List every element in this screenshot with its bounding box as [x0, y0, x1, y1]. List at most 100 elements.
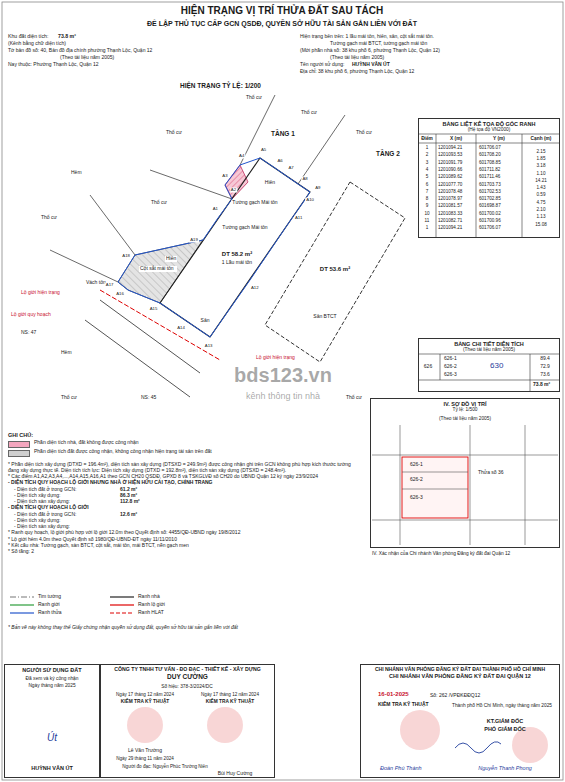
legend-lines — [10, 597, 134, 613]
table-cell: 1.85 — [537, 156, 546, 161]
note-text: Tên người sử dụng: — [300, 62, 344, 68]
note-text: Khu đất diện tích: — [8, 34, 48, 40]
table-cell: 10 — [424, 211, 429, 216]
note-text: Hiên — [165, 256, 177, 262]
note-text: - Diện tích đất ở trong GCN: — [14, 512, 76, 518]
watermark: bds123.vn — [234, 364, 332, 387]
note-text: 73.6 — [540, 372, 550, 378]
note-text: * Kết cấu nhà: Tường gạch, sàn BTCT, cột… — [8, 543, 358, 549]
table-cell: 9 — [426, 203, 429, 208]
note-text: 626-3 — [444, 372, 457, 378]
note-text: (Kênh bằng chữ diện tích) — [8, 41, 66, 47]
table-cell: 601702.85 — [479, 196, 501, 201]
legend-text: Phần diện tích đất được công nhận, không… — [34, 449, 212, 455]
note-text: 72.9 — [540, 364, 550, 370]
point-label: A9 — [314, 185, 321, 190]
note-text: (Theo tài liệu năm 2005) — [330, 55, 384, 61]
point-label: A8 — [302, 176, 309, 181]
note-text: Nguyễn Thanh Phong — [478, 765, 532, 771]
note-text: 61.2 m² — [120, 487, 137, 493]
note-text: Lộ giới hiện trạng — [20, 290, 61, 296]
legend-text: Tim tường — [38, 594, 61, 600]
note-text: Út — [47, 732, 57, 744]
note-text: 626-3 — [410, 495, 423, 501]
table-cell: 1201091.79 — [438, 160, 462, 165]
box-text: BẢNG LIỆT KÊ TỌA ĐỘ GÓC RANH — [422, 121, 556, 127]
note-text: - Diện tích sàn xây dựng: — [14, 499, 70, 505]
signature — [455, 742, 501, 753]
table-cell: 601706.07 — [479, 145, 501, 150]
box-text: IV. SƠ ĐỒ VỊ TRÍ — [374, 401, 556, 407]
note-text: Thổ cư — [345, 395, 363, 401]
note-text: Nay thuộc: Phường Thạnh Lộc, Quận 12 — [8, 62, 98, 68]
table-cell: 1201078.48 — [438, 189, 462, 194]
legend-text: Ranh lộ giới — [138, 602, 165, 608]
note-text: 626-2 — [444, 364, 457, 370]
note-text: Cạnh (m) — [531, 136, 552, 142]
legend-text: Ranh giới — [38, 602, 60, 608]
note-text: HUỲNH VĂN ÚT — [31, 765, 73, 771]
note-text: Lê Văn Trường — [128, 748, 162, 754]
note-text: HIỆN TRẠNG TỶ LỆ: 1/200 — [180, 82, 261, 89]
note-text: Số: 262 /VPĐKĐĐQ12 — [430, 693, 480, 699]
note-text: Hiện trạng bên trên: 1 lầu mái tôn, hiên… — [300, 34, 434, 40]
point-label: A10 — [305, 198, 315, 203]
note-text: * Ranh quy hoạch, lộ giới phù hợp với lộ… — [8, 530, 358, 536]
table-cell: 601711.82 — [479, 167, 500, 172]
table-cell: 0.59 — [537, 192, 546, 197]
table-cell: 3 — [426, 160, 429, 165]
table-cell: 11 — [425, 218, 430, 223]
point-label: A17 — [105, 283, 115, 288]
point-label: A3 — [221, 174, 228, 179]
note-text: TẦNG 1 — [270, 130, 296, 137]
note-text: DT 58.2 m² — [221, 251, 253, 258]
table-cell: 601708.85 — [479, 160, 501, 165]
box-text: (Hệ tọa độ VN2000) — [422, 127, 556, 133]
note-text: - Diện tích xây dựng: — [14, 518, 60, 524]
table-cell: 15.08 — [535, 222, 547, 227]
note-text: 86.3 m² — [120, 493, 137, 499]
box-text: CÔNG TY TNHH TƯ VẤN - ĐO ĐẠC - THIẾT KẾ … — [104, 667, 271, 673]
floor1-outline — [160, 158, 310, 337]
note-text: KIỂM TRA KỸ THUẬT — [121, 699, 170, 705]
legend-swatch — [8, 441, 30, 448]
note-text: 112.8 m² — [120, 499, 140, 505]
note-text: - Diện tích đất ở trong GCN: — [14, 487, 76, 493]
table-cell: 1201094.21 — [438, 145, 462, 150]
point-label: A11 — [294, 216, 303, 221]
box-text: DUY CƯỜNG — [104, 673, 271, 680]
point-label: A14 — [176, 326, 186, 331]
note-text: 1 Lầu mái tôn — [221, 260, 253, 266]
note-text: (Theo tài liệu năm 2005) — [439, 416, 491, 422]
note-text: Ngày 17 tháng 12 năm 2024 — [116, 692, 174, 697]
note-text: (Mới phần nhà số: 38 khu phố 6, phường T… — [300, 48, 440, 54]
table-cell: 601702.53 — [479, 189, 501, 194]
note-text: Tờ bản đồ số: 40, Bản đồ địa chính phườn… — [8, 48, 152, 54]
note-text: Ngày 17 tháng 12 năm 2024 — [201, 692, 259, 697]
subtitle: ĐỂ LẬP THỦ TỤC CẤP GCN QSDĐ, QUYỀN SỞ HỮ… — [147, 20, 417, 28]
table-cell: 601711.46 — [479, 174, 500, 179]
note-text: Thổ cư — [300, 110, 318, 116]
note-text: Thổ cư — [245, 95, 263, 101]
table-cell: 601703.73 — [479, 182, 501, 187]
note-text: 73.8 m² — [533, 382, 550, 388]
note-text: IV. Xác nhận của Chi nhánh Văn phòng Đăn… — [372, 551, 510, 557]
note-text: * Số tầng: 2 — [8, 549, 34, 555]
note-text: 73.8 m² — [58, 34, 76, 40]
floor2-outline — [265, 182, 405, 362]
note-text: PHÓ GIÁM ĐỐC — [484, 726, 526, 732]
table-cell: 6 — [426, 182, 429, 187]
note-text: KIỂM TRA KỸ THUẬT — [378, 702, 429, 708]
point-label: A18 — [121, 254, 131, 259]
table-cell: 1.10 — [537, 171, 546, 176]
table-cell: 1201083.33 — [438, 211, 462, 216]
note-text: Sân — [200, 318, 211, 324]
note-text: 12.6 m² — [120, 512, 137, 518]
note-text: Địa chỉ: 38 khu phố 6, phường Thạnh Lộc,… — [300, 69, 414, 75]
note-text: Ngày 29 tháng 11 năm 2024 — [116, 756, 174, 761]
note-text: Tường gạch Mái tôn — [221, 225, 268, 231]
document-title: HIỆN TRẠNG VỊ TRÍ THỬA ĐẤT SAU TÁCH — [181, 5, 383, 17]
table-cell: 7 — [426, 189, 429, 194]
note-text: - Diện tích sàn xây dựng: — [14, 524, 70, 530]
note-text: Số hiệu: 378-3/2024/DC — [161, 684, 212, 690]
